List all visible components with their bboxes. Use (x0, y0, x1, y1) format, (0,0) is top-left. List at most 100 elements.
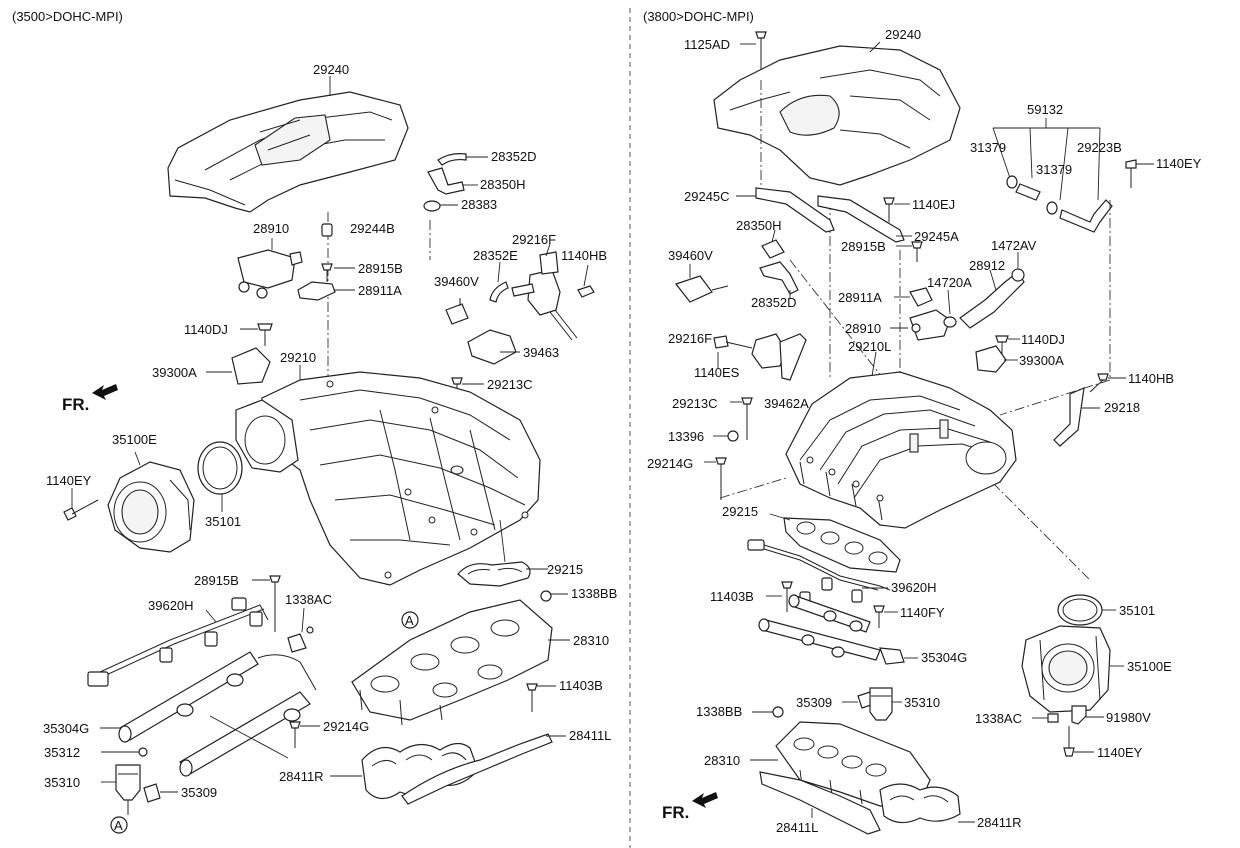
callout-1140ey: 1140EY (1156, 156, 1202, 171)
front-arrow-right (692, 792, 718, 808)
hose-group-bracket (992, 118, 1101, 201)
callout-28915b: 28915B (841, 239, 886, 254)
callout-31379: 31379 (970, 140, 1006, 155)
callout-11403b: 11403B (559, 678, 603, 693)
callouts-right: 1125AD 29240 59132 31379 31379 29223B 11… (647, 27, 1202, 835)
engine-cover-left (167, 91, 409, 213)
callout-1140ey: 1140EY (1097, 745, 1143, 760)
callout-29240: 29240 (885, 27, 921, 42)
callout-28915b: 28915B (358, 261, 403, 276)
callout-28310: 28310 (573, 633, 609, 648)
callout-31379: 31379 (1036, 162, 1072, 177)
front-arrow-left (92, 384, 118, 400)
callout-13396: 13396 (668, 429, 704, 444)
pcv-hose-parts (423, 153, 488, 212)
callout-28910: 28910 (253, 221, 289, 236)
lower-manifold-left (351, 599, 553, 726)
throttle-body-right (1021, 625, 1111, 713)
callout-29223b: 29223B (1077, 140, 1122, 155)
callout-1140hb: 1140HB (561, 248, 607, 263)
callout-29245a: 29245A (914, 229, 959, 244)
callout-35304g: 35304G (921, 650, 967, 665)
callout-39460v: 39460V (668, 248, 713, 263)
callout-29210: 29210 (280, 350, 316, 365)
callout-29214g: 29214G (323, 719, 369, 734)
callout-14720a: 14720A (927, 275, 972, 290)
reference-mark-a: A (114, 818, 123, 833)
callout-28411r: 28411R (279, 769, 324, 784)
callout-39620h: 39620H (148, 598, 194, 613)
callout-28910: 28910 (845, 321, 881, 336)
callout-1140dj: 1140DJ (184, 322, 228, 337)
callout-28915b: 28915B (194, 573, 239, 588)
callout-28352d: 28352D (751, 295, 797, 310)
callout-35304g: 35304G (43, 721, 89, 736)
engine-cover-right (713, 45, 961, 186)
callout-29218: 29218 (1104, 400, 1140, 415)
callout-35101: 35101 (205, 514, 241, 529)
callout-91980v: 91980V (1106, 710, 1151, 725)
callout-28352d: 28352D (491, 149, 537, 164)
callout-35101: 35101 (1119, 603, 1155, 618)
callout-35310: 35310 (904, 695, 940, 710)
lower-gaskets-left (361, 733, 553, 805)
fuel-rail-right (758, 594, 905, 665)
callout-28350h: 28350H (480, 177, 526, 192)
callout-1338ac: 1338AC (285, 592, 332, 607)
callout-1140ey: 1140EY (46, 473, 92, 488)
callout-35100e: 35100E (1127, 659, 1172, 674)
front-direction-label-left: FR. (62, 395, 89, 414)
injector-left (115, 764, 141, 815)
callout-35312: 35312 (44, 745, 80, 760)
intake-manifold-right (785, 371, 1017, 529)
callout-1472av: 1472AV (991, 238, 1037, 253)
section-title-left: (3500>DOHC-MPI) (12, 9, 123, 24)
callout-29244b: 29244B (350, 221, 395, 236)
callout-1140es: 1140ES (694, 365, 740, 380)
callout-29215: 29215 (722, 504, 758, 519)
front-direction-label-right: FR. (662, 803, 689, 822)
callout-28383: 28383 (461, 197, 497, 212)
callout-1338bb: 1338BB (696, 704, 742, 719)
callout-1140hb: 1140HB (1128, 371, 1174, 386)
callout-39300a: 39300A (152, 365, 197, 380)
callout-28352e: 28352E (473, 248, 518, 263)
callout-35310: 35310 (44, 775, 80, 790)
callout-29214g: 29214G (647, 456, 693, 471)
reference-mark-a: A (405, 613, 414, 628)
callout-35100e: 35100E (112, 432, 157, 447)
left-assembly: A A FR. (62, 76, 595, 834)
callout-28350h: 28350H (736, 218, 782, 233)
intake-manifold-left (235, 371, 541, 586)
callout-28411l: 28411L (569, 728, 611, 743)
throttle-gasket-left (197, 441, 243, 495)
callout-1125ad: 1125AD (684, 37, 730, 52)
manifold-gasket-right (783, 517, 901, 573)
callout-35309: 35309 (181, 785, 217, 800)
callout-29210l: 29210L (848, 339, 891, 354)
callout-59132: 59132 (1027, 102, 1063, 117)
callout-39620h: 39620H (891, 580, 937, 595)
solenoid-valve-left (237, 249, 303, 299)
manifold-gasket-left (457, 561, 531, 587)
throttle-body-left (107, 461, 195, 553)
callout-28912: 28912 (969, 258, 1005, 273)
callout-28911a: 28911A (838, 290, 882, 305)
section-title-right: (3800>DOHC-MPI) (643, 9, 754, 24)
reference-circle-a (110, 816, 128, 834)
wiring-harness-left (87, 597, 269, 687)
callout-39463: 39463 (523, 345, 559, 360)
callout-1140dj: 1140DJ (1021, 332, 1065, 347)
callout-28310: 28310 (704, 753, 740, 768)
callout-29213c: 29213C (672, 396, 718, 411)
right-assembly: FR. (662, 31, 1154, 835)
callout-1338ac: 1338AC (975, 711, 1022, 726)
callout-28411l: 28411L (776, 820, 818, 835)
callout-1140fy: 1140FY (900, 605, 945, 620)
callout-29215: 29215 (547, 562, 583, 577)
reference-circle-a (401, 611, 419, 629)
callout-28911a: 28911A (358, 283, 402, 298)
callout-29216f: 29216F (512, 232, 556, 247)
callouts-left: 29240 28352D 28350H 28383 29244B 28910 2… (43, 62, 617, 800)
